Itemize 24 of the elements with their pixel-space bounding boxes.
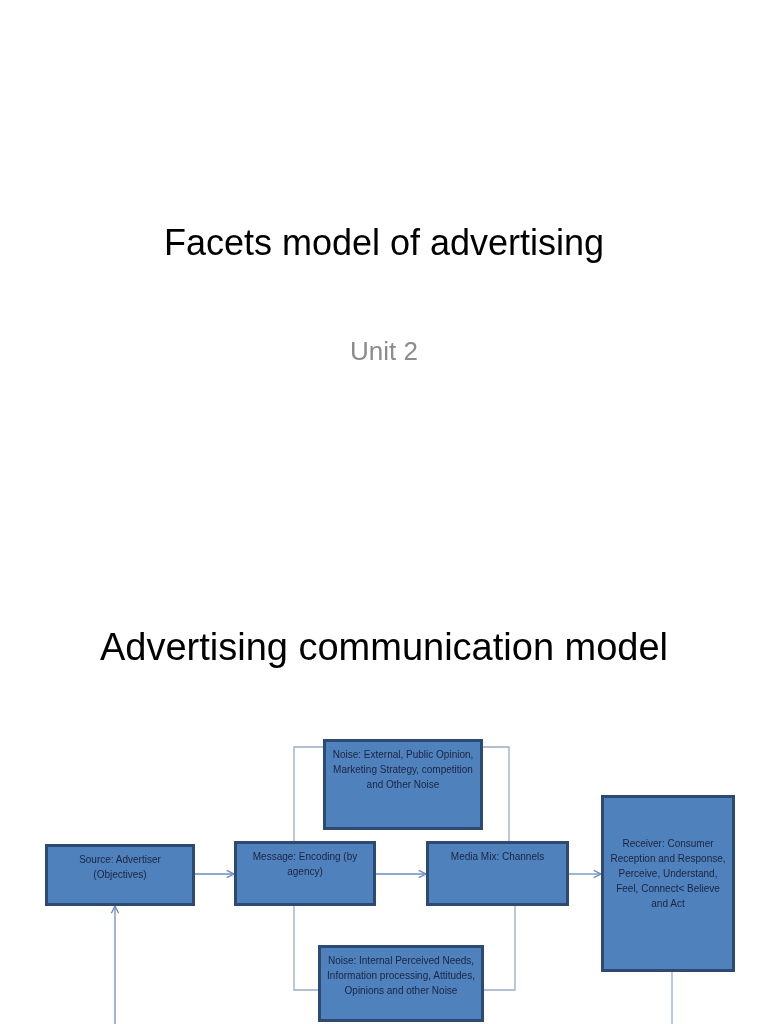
box-text: Media Mix: Channels: [449, 850, 546, 864]
process-box: [601, 795, 735, 972]
connector-line: [482, 746, 510, 842]
process-box: [45, 844, 195, 906]
box-text: Message: Encoding (by agency): [251, 850, 359, 879]
process-box: [323, 739, 483, 830]
box-text: Noise: External, Public Opinion, Marketing Strategy, competition and Other Noise: [332, 748, 474, 792]
arrow: [568, 869, 602, 879]
arrow: [375, 869, 427, 879]
connector-line: [293, 905, 319, 991]
arrow: [194, 869, 235, 879]
box-text: Receiver: Consumer Reception and Response, Perceive, Understand, Feel, Connect< Believe and Act: [610, 837, 726, 911]
slide-heading: Advertising communication model: [98, 626, 670, 669]
slide-subtitle: Unit 2: [349, 336, 419, 367]
connector-line: [293, 746, 324, 842]
process-box: [426, 841, 569, 906]
arrow: [110, 905, 120, 1024]
box-text: Noise: Internal Perceived Needs, Information processing, Attitudes, Opinions and other Noise: [327, 954, 475, 998]
process-box: [318, 945, 484, 1022]
box-text: Source: Advertiser (Objectives): [78, 853, 162, 882]
slide-title: Facets model of advertising: [162, 222, 606, 264]
process-box: [234, 841, 376, 906]
connector-line: [671, 971, 673, 1024]
connector-line: [483, 905, 516, 991]
